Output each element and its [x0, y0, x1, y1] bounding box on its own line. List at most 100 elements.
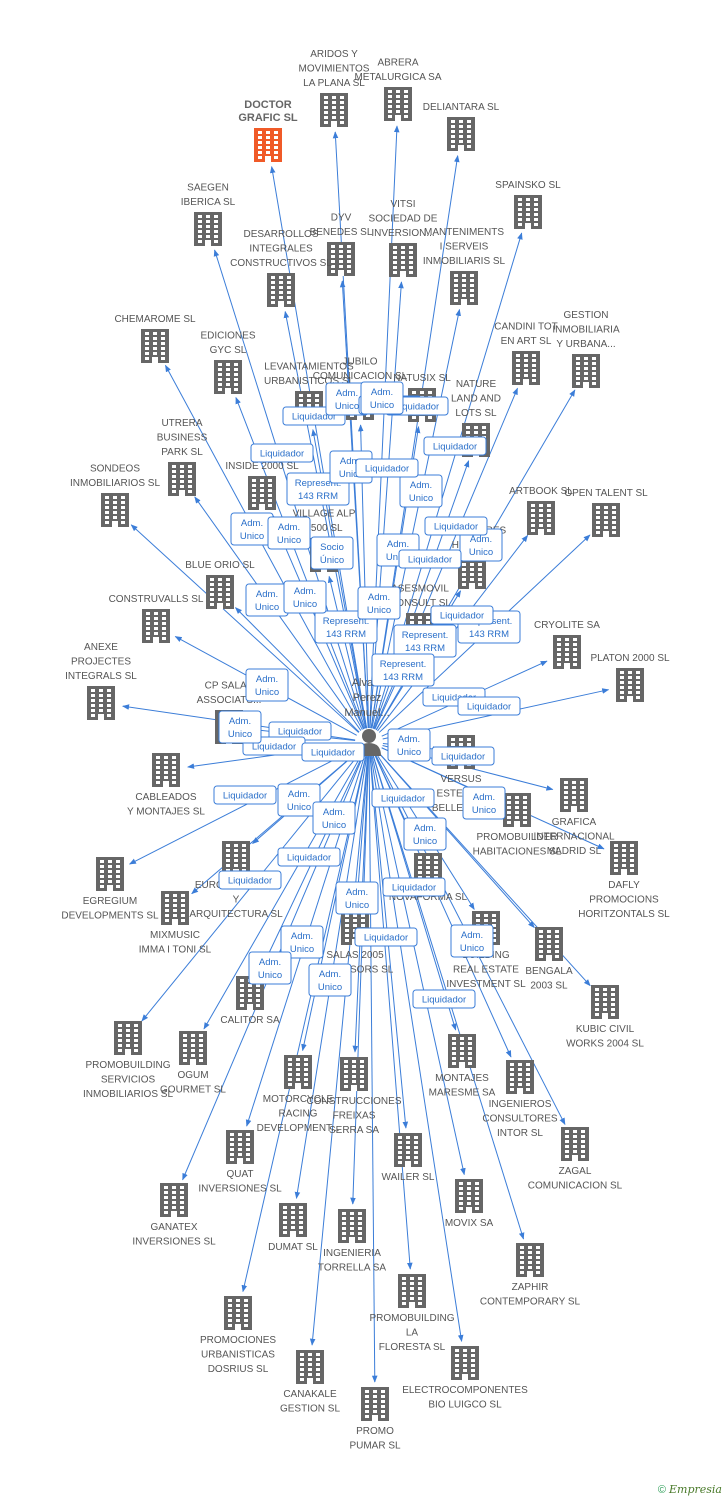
building-icon	[206, 575, 234, 609]
role-badge[interactable]: Adm.Unico	[280, 925, 324, 959]
company-chemarome[interactable]: CHEMAROME SL	[114, 314, 196, 363]
role-badge[interactable]: Liquidador	[277, 847, 341, 867]
role-badge[interactable]: Liquidador	[424, 516, 488, 536]
company-deliantara[interactable]: DELIANTARA SL	[423, 102, 500, 151]
company-label: SERVICIOS	[101, 1075, 156, 1086]
role-badge[interactable]: Adm.Unico	[450, 924, 494, 958]
role-badge[interactable]: Adm.Unico	[283, 580, 327, 614]
company-movix[interactable]: MOVIX SA	[445, 1179, 494, 1229]
role-badge[interactable]: Adm.Unico	[218, 710, 262, 744]
role-badge[interactable]: Liquidador	[398, 549, 462, 569]
role-badge[interactable]: Liquidador	[457, 696, 521, 716]
role-badge[interactable]: Adm.Unico	[462, 786, 506, 820]
company-platon[interactable]: PLATON 2000 SL	[590, 653, 670, 702]
role-badge[interactable]: Liquidador	[412, 989, 476, 1009]
role-badge[interactable]: Represent.143 RRM	[393, 624, 457, 658]
role-badge[interactable]: Adm.Unico	[459, 528, 503, 562]
role-badge[interactable]: Liquidador	[431, 746, 495, 766]
role-badge[interactable]: Liquidador	[268, 721, 332, 741]
role-badge[interactable]: Liquidador	[218, 870, 282, 890]
company-construvalls[interactable]: CONSTRUVALLS SL	[109, 594, 204, 643]
role-badge[interactable]: Liquidador	[355, 458, 419, 478]
role-badge[interactable]: Liquidador	[354, 927, 418, 947]
company-motorcycle[interactable]: MOTORCYCLERACINGDEVELOPMENT...	[257, 1055, 340, 1134]
role-badge[interactable]: Represent.143 RRM	[371, 653, 435, 687]
role-badge[interactable]: Adm.Unico	[335, 881, 379, 915]
role-badge[interactable]: Adm.Unico	[399, 474, 443, 508]
role-badge[interactable]: Adm.Unico	[230, 512, 274, 546]
role-badge[interactable]: Adm.Unico	[248, 951, 292, 985]
role-badge[interactable]: Liquidador	[213, 785, 277, 805]
company-blue-orio[interactable]: BLUE ORIO SL	[185, 560, 255, 609]
role-badge-label: Unico	[290, 944, 314, 955]
company-label: Y URBANA...	[556, 339, 615, 350]
footer-brand[interactable]: © Empresia	[658, 1483, 722, 1496]
role-badge[interactable]: Adm.Unico	[267, 516, 311, 550]
role-badge[interactable]: Adm.Unico	[357, 586, 401, 620]
role-badge[interactable]: Adm.Unico	[308, 963, 352, 997]
company-spainsko[interactable]: SPAINSKO SL	[495, 180, 561, 229]
role-badge[interactable]: Adm.Unico	[245, 583, 289, 617]
company-dumat[interactable]: DUMAT SL	[268, 1203, 318, 1253]
building-icon	[450, 271, 478, 305]
role-badge[interactable]: Adm.Unico	[387, 728, 431, 762]
role-badge[interactable]: Liquidador	[382, 877, 446, 897]
role-badge[interactable]: Adm.Unico	[403, 817, 447, 851]
building-icon	[152, 753, 180, 787]
role-badge[interactable]: Adm.Unico	[277, 783, 321, 817]
role-badge[interactable]: Adm.Unico	[360, 381, 404, 415]
role-badge[interactable]: Adm.Unico	[245, 668, 289, 702]
company-open-talent[interactable]: OPEN TALENT SL	[564, 488, 648, 537]
company-wailer[interactable]: WAILER SL	[382, 1133, 435, 1183]
role-badge[interactable]: Liquidador	[423, 436, 487, 456]
role-badge[interactable]: Liquidador	[250, 443, 314, 463]
role-badge[interactable]: Adm.Unico	[312, 801, 356, 835]
company-inside[interactable]: INSIDE 2000 SL	[225, 461, 299, 510]
role-badge[interactable]: Liquidador	[430, 605, 494, 625]
role-badge[interactable]: Liquidador	[371, 788, 435, 808]
role-badge[interactable]: Liquidador	[301, 742, 365, 762]
role-badge[interactable]: Adm.Unico	[325, 382, 369, 416]
company-artbook[interactable]: ARTBOOK SL	[509, 486, 573, 535]
company-label: Y MONTAJES SL	[127, 807, 205, 818]
company-cryolite[interactable]: CRYOLITE SA	[534, 620, 600, 669]
